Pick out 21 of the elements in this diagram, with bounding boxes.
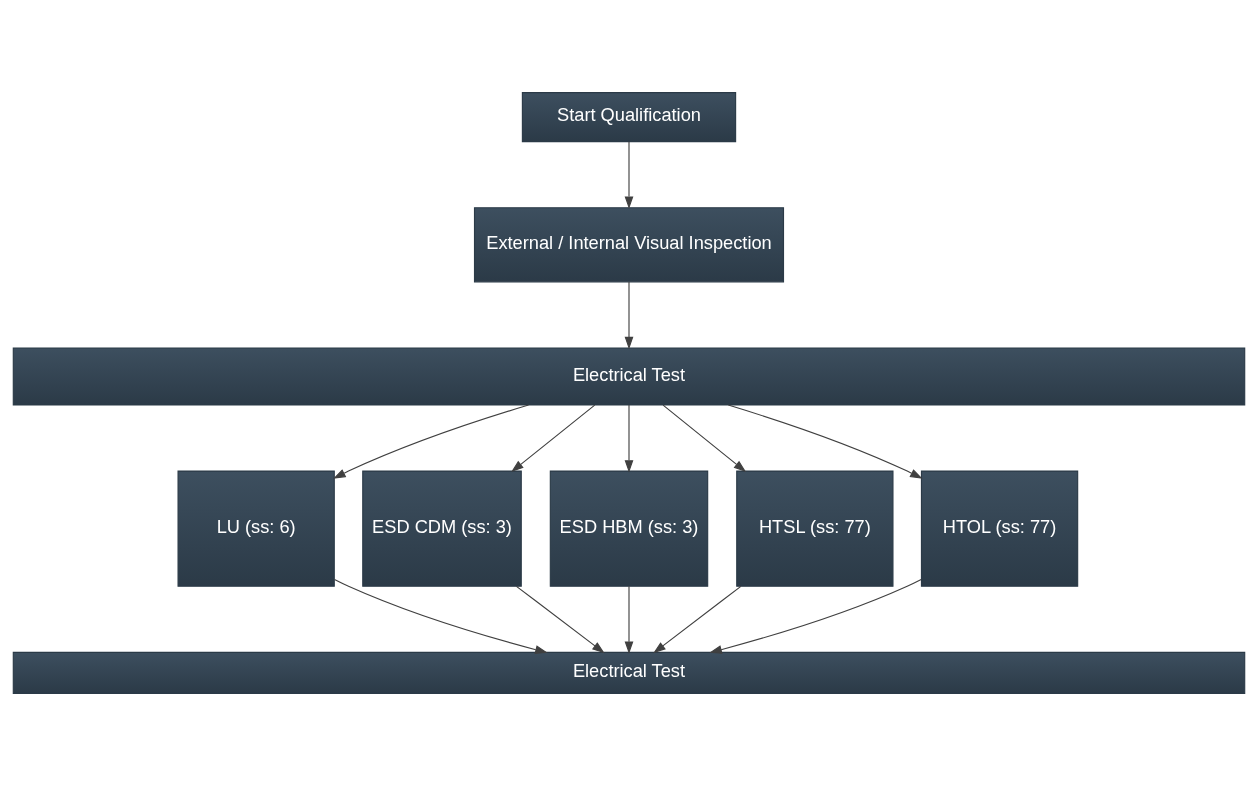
arrow [511, 404, 596, 472]
node-box: HTSL (ss: 77) [736, 470, 894, 587]
arrow [515, 585, 605, 653]
arrow [662, 404, 747, 472]
arrow [333, 578, 548, 654]
arrow [624, 585, 634, 654]
arrow [624, 404, 634, 473]
node-box: HTOL (ss: 77) [920, 470, 1079, 587]
arrow [333, 404, 530, 479]
node-box: ESD HBM (ss: 3) [549, 470, 709, 587]
arrow [653, 585, 742, 653]
node-box: Electrical Test [12, 651, 1246, 694]
node-box: LU (ss: 6) [177, 470, 335, 587]
node-box: External / Internal Visual Inspection [473, 206, 785, 282]
arrow [727, 404, 923, 479]
arrow [709, 578, 922, 654]
node-box: ESD CDM (ss: 3) [362, 470, 522, 587]
arrow [624, 140, 634, 209]
node-box: Start Qualification [521, 91, 737, 142]
arrow [624, 280, 634, 349]
node-box: Electrical Test [12, 346, 1246, 406]
